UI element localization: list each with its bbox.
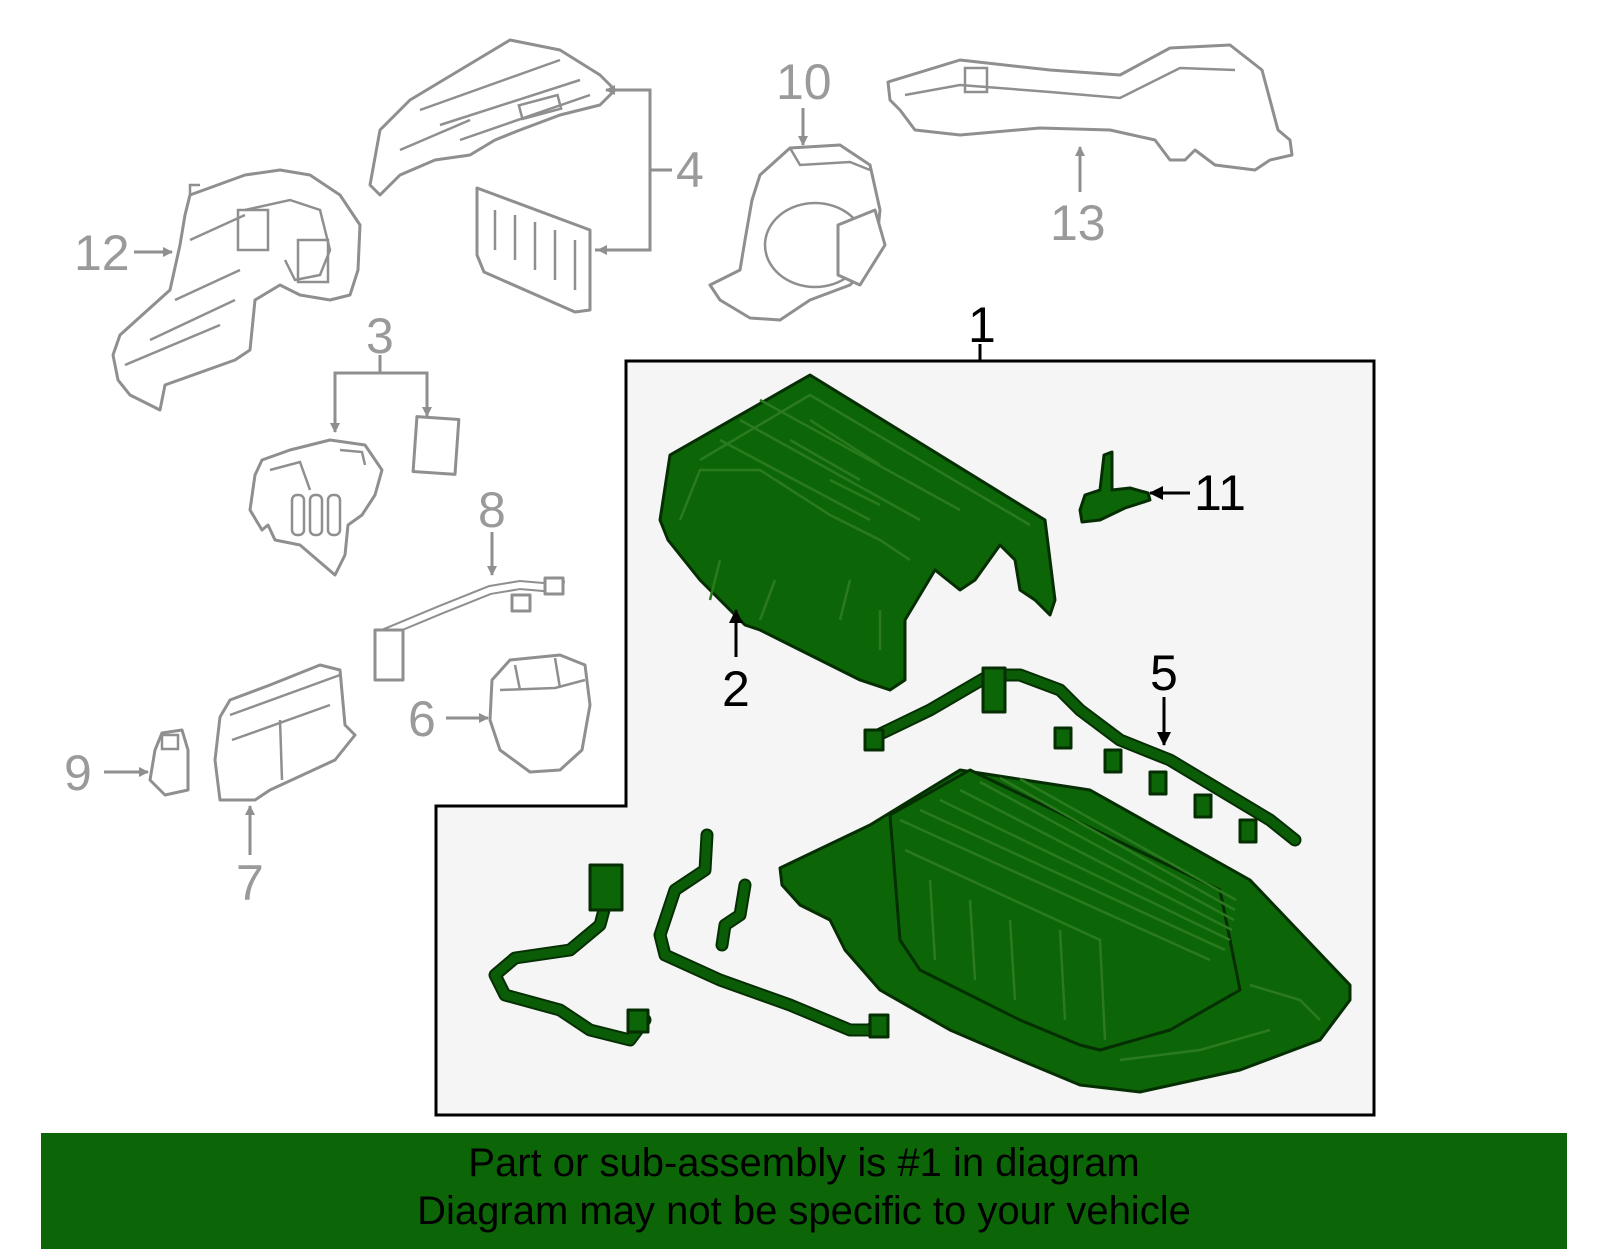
- part-11-bracket: [1078, 450, 1152, 524]
- callout-label-4: 4: [676, 142, 704, 198]
- callout-label-11: 11: [1194, 465, 1246, 521]
- callout-label-7: 7: [236, 855, 264, 911]
- part-9-sensor: [148, 728, 190, 797]
- callout-3-bracket: [333, 371, 429, 413]
- callout-label-3: 3: [366, 308, 394, 364]
- callout-label-9: 9: [64, 745, 92, 801]
- part-4-panel-lower: [475, 186, 592, 314]
- part-12-air-duct: [111, 168, 362, 412]
- cable-left-a: [488, 863, 652, 1047]
- part-10-blower: [708, 143, 887, 322]
- part-3-bracket: [248, 438, 384, 577]
- banner-line-2: Diagram may not be specific to your vehi…: [417, 1189, 1191, 1233]
- cable-left-b: [653, 828, 890, 1039]
- callout-label-6: 6: [408, 691, 436, 747]
- part-7-module: [213, 663, 357, 802]
- part-13-duct-right: [886, 43, 1294, 172]
- part-2-cover: [658, 373, 1057, 692]
- callout-label-2: 2: [722, 661, 750, 717]
- callout-label-10: 10: [776, 54, 832, 110]
- battery-pack: [778, 768, 1352, 1094]
- part-6-relay: [488, 653, 592, 774]
- part-4-cover-upper: [368, 38, 617, 197]
- info-banner: Part or sub-assembly is #1 in diagram Di…: [41, 1133, 1567, 1249]
- part-8-harness: [373, 576, 565, 682]
- banner-line-1: Part or sub-assembly is #1 in diagram: [468, 1141, 1140, 1185]
- callout-label-13: 13: [1050, 195, 1106, 251]
- callout-4-bracket: [595, 88, 652, 252]
- callout-label-12: 12: [74, 225, 130, 281]
- callout-label-8: 8: [478, 482, 506, 538]
- callout-label-5: 5: [1150, 645, 1178, 701]
- part-5-harness: [863, 666, 1302, 847]
- part-3-pad: [411, 415, 461, 476]
- callout-label-1: 1: [968, 297, 996, 353]
